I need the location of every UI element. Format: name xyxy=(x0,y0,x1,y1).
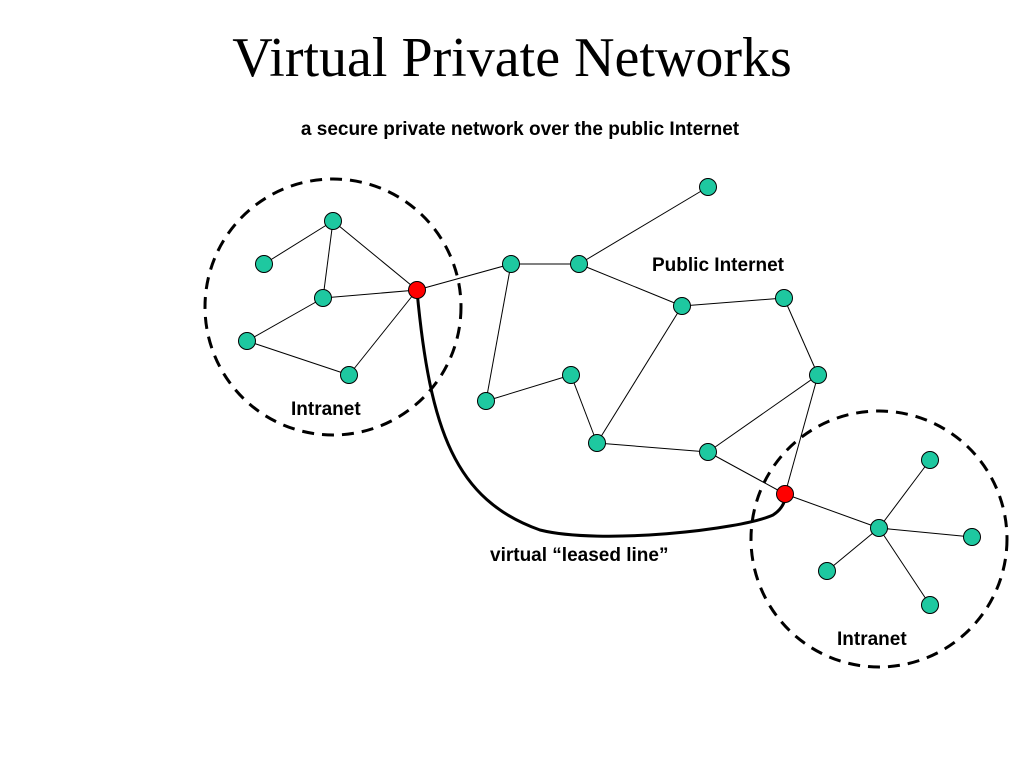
leased-line-label: virtual “leased line” xyxy=(490,545,668,566)
link-R-hub-R-right xyxy=(878,527,973,538)
link-L-bottom-GW-left xyxy=(348,289,418,376)
link-R-hub-R-left xyxy=(826,527,880,572)
host-node-P-2 xyxy=(570,255,588,273)
host-node-L-low-left xyxy=(238,332,256,350)
host-node-P-6 xyxy=(699,443,717,461)
link-P-7-P-6 xyxy=(596,442,709,453)
intranet-boundary-right xyxy=(749,409,1009,669)
link-P-3-P-4 xyxy=(681,297,785,307)
link-L-top-GW-left xyxy=(332,220,418,291)
host-node-P-1 xyxy=(502,255,520,273)
link-L-top-L-leftmost xyxy=(263,220,334,265)
host-node-P-3 xyxy=(673,297,691,315)
link-P-1-P-8 xyxy=(485,263,512,402)
host-node-R-top xyxy=(921,451,939,469)
host-node-L-top xyxy=(324,212,342,230)
host-node-P-9 xyxy=(562,366,580,384)
link-P-6-GW-right xyxy=(707,451,786,495)
public-internet-label: Public Internet xyxy=(652,255,785,276)
host-node-R-right xyxy=(963,528,981,546)
host-node-P-4 xyxy=(775,289,793,307)
network-links xyxy=(246,186,973,606)
host-node-R-left xyxy=(818,562,836,580)
link-GW-left-P-1 xyxy=(416,263,512,291)
host-node-R-bottom xyxy=(921,596,939,614)
intranet-boundary-left xyxy=(203,177,463,437)
link-P-2-P-top xyxy=(578,186,709,265)
link-L-center-L-low-left xyxy=(246,297,324,342)
host-node-P-7 xyxy=(588,434,606,452)
host-node-R-hub xyxy=(870,519,888,537)
host-node-P-5 xyxy=(809,366,827,384)
virtual-leased-line xyxy=(415,290,787,538)
intranet-label-right: Intranet xyxy=(837,629,907,650)
network-nodes xyxy=(238,178,981,614)
link-GW-right-R-hub xyxy=(784,493,880,529)
host-node-L-leftmost xyxy=(255,255,273,273)
slide-title: Virtual Private Networks xyxy=(232,27,792,89)
link-L-top-L-center xyxy=(322,220,334,299)
link-P-8-P-9 xyxy=(485,374,572,402)
link-L-center-GW-left xyxy=(322,289,418,299)
gateway-node-GW-right xyxy=(776,485,794,503)
gateway-node-GW-left xyxy=(408,281,426,299)
host-node-L-bottom xyxy=(340,366,358,384)
slide-subtitle: a secure private network over the public… xyxy=(300,119,740,140)
link-P-3-P-7 xyxy=(596,305,683,444)
link-R-hub-R-top xyxy=(878,459,931,529)
intranet-label-left: Intranet xyxy=(291,399,361,420)
host-node-L-center xyxy=(314,289,332,307)
link-P-2-P-3 xyxy=(578,263,683,307)
link-L-low-left-L-bottom xyxy=(246,340,350,376)
link-P-5-GW-right xyxy=(784,374,819,495)
link-P-9-P-7 xyxy=(570,374,598,444)
host-node-P-top xyxy=(699,178,717,196)
host-node-P-8 xyxy=(477,392,495,410)
link-P-6-P-5 xyxy=(707,374,819,453)
link-P-4-P-5 xyxy=(783,297,819,376)
link-R-hub-R-bottom xyxy=(878,527,931,606)
